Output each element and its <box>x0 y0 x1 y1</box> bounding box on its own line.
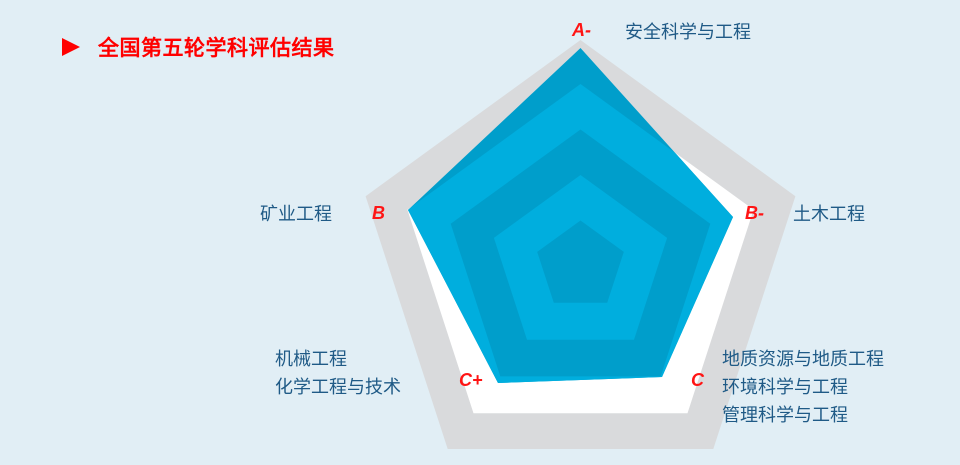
subject-label-left: 矿业工程 <box>260 201 332 229</box>
grade-label-left: B <box>372 203 385 223</box>
subject-name: 地质资源与地质工程 <box>722 349 884 370</box>
subject-name: 安全科学与工程 <box>625 22 751 43</box>
subject-name: 化学工程与技术 <box>275 377 401 398</box>
subject-label-bottom-right: 地质资源与地质工程 环境科学与工程 管理科学与工程 <box>722 346 884 430</box>
subject-name: 环境科学与工程 <box>722 377 848 398</box>
grade-label-right: B- <box>745 203 764 223</box>
chart-title: 全国第五轮学科评估结果 <box>62 33 335 61</box>
subject-label-right: 土木工程 <box>793 201 865 229</box>
subject-label-bottom-left: 机械工程 化学工程与技术 <box>275 346 401 402</box>
grade-label-top: A- <box>572 20 591 40</box>
subject-name: 机械工程 <box>275 349 347 370</box>
subject-name: 管理科学与工程 <box>722 405 848 426</box>
subject-name: 矿业工程 <box>260 204 332 225</box>
subject-label-top: 安全科学与工程 <box>625 19 751 47</box>
title-text: 全国第五轮学科评估结果 <box>98 36 335 60</box>
grade-label-bottom-left: C+ <box>459 370 483 390</box>
subject-name: 土木工程 <box>793 204 865 225</box>
ring-1 <box>537 220 624 303</box>
triangle-bullet-icon <box>62 38 80 56</box>
grade-label-bottom-right: C <box>691 370 704 390</box>
